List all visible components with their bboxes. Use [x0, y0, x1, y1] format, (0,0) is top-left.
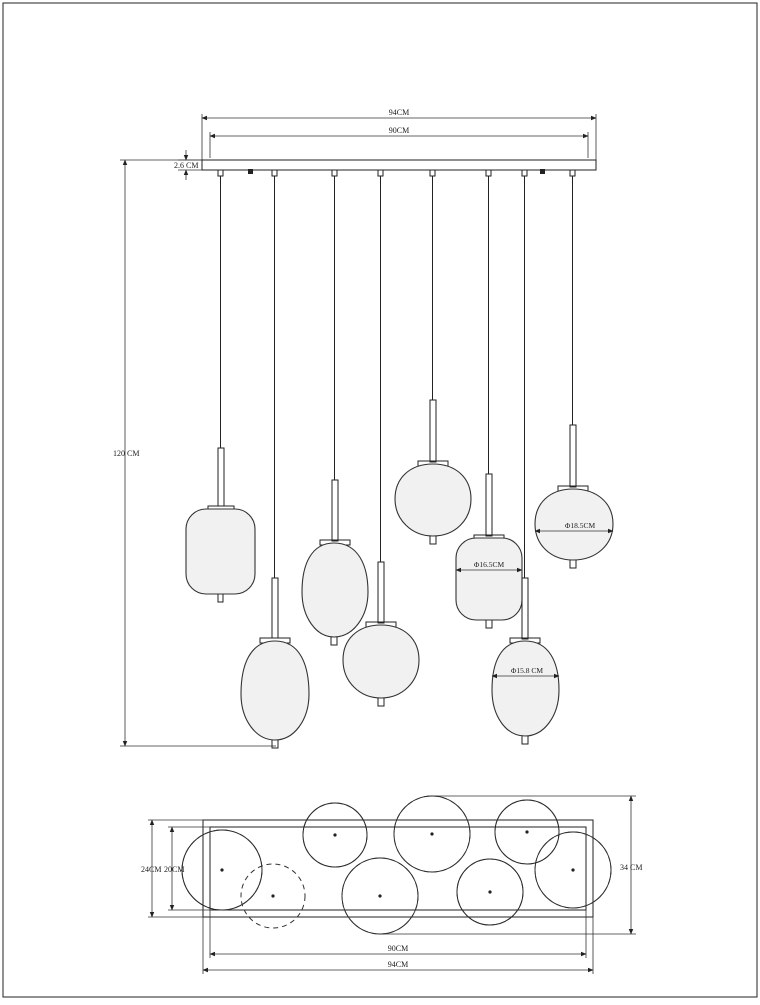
- canopy-height-dimension: 2.6 CM: [174, 150, 202, 180]
- outer-depth-label: 24CM: [141, 865, 161, 874]
- diameter-label-pendant-8: Φ18.5CM: [565, 521, 596, 530]
- pendant-cables: [217, 169, 576, 578]
- shade-circles: [181, 795, 612, 935]
- pendant-1: [185, 447, 256, 603]
- pendant-5: [394, 399, 472, 545]
- outer-depth-dimension: 24CM: [141, 819, 203, 918]
- top-canopy-inner: [209, 826, 587, 911]
- canopy-screw-left: [248, 169, 253, 174]
- canopy-screw-right: [540, 169, 545, 174]
- pendant-7: Φ15.8 CM: [491, 577, 560, 745]
- overall-length-dimension: 94CM: [202, 917, 594, 974]
- ceiling-canopy: [201, 159, 597, 171]
- circle-centers: [220, 830, 575, 898]
- shade-span-label: 34 CM: [620, 863, 642, 872]
- front-view: 94CM 90CM 2.6 CM 120 CM: [113, 108, 614, 749]
- inner-width-dimension: 90CM: [209, 126, 589, 158]
- drop-height-label: 120 CM: [113, 449, 139, 458]
- inner-length-dimension: 90CM: [209, 910, 587, 958]
- inner-length-label: 90CM: [388, 944, 408, 953]
- pendant-2: [240, 577, 310, 749]
- diameter-label-pendant-7: Φ15.8 CM: [511, 666, 543, 675]
- overall-width-label: 94CM: [389, 108, 409, 117]
- shade-span-dimension: 34 CM: [380, 795, 642, 935]
- inner-depth-label: 20CM: [164, 865, 184, 874]
- inner-width-label: 90CM: [389, 126, 409, 135]
- pendant-8: Φ18.5CM: [534, 424, 614, 569]
- top-canopy-outer: [202, 819, 594, 918]
- diameter-label-pendant-6: Φ16.5CM: [474, 560, 505, 569]
- pendant-3: [301, 479, 369, 646]
- overall-width-dimension: 94CM: [201, 108, 597, 160]
- drop-height-dimension: 120 CM: [113, 159, 276, 747]
- overall-length-label: 94CM: [388, 960, 408, 969]
- top-view: 24CM 20CM 34 CM 90CM 94CM: [141, 795, 642, 974]
- inner-depth-dimension: 20CM: [164, 826, 210, 911]
- canopy-height-label: 2.6 CM: [174, 161, 198, 170]
- pendant-4: [342, 561, 420, 707]
